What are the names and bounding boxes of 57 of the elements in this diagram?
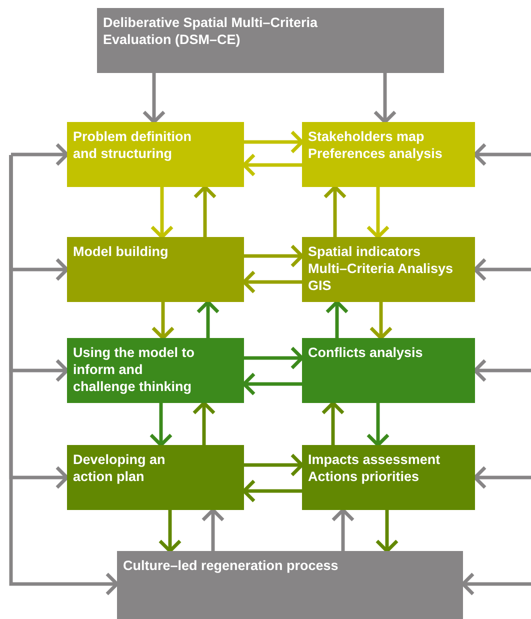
arrow [9, 155, 119, 596]
box-label: Preferences analysis [308, 145, 442, 162]
arrow [375, 510, 399, 553]
box-label: Problem definition and structuring [73, 128, 193, 162]
arrow [244, 453, 304, 477]
arrow [323, 185, 347, 237]
arrow [242, 270, 302, 294]
box-label: Deliberative Spatial Multi–Criteria Evaluation (DSM–CE) [103, 14, 319, 48]
arrow [151, 302, 175, 340]
box-label: Using the model to inform and challenge thinking [73, 344, 196, 395]
box-label: Actions priorities [308, 468, 420, 485]
arrow [196, 300, 220, 338]
process-box [302, 237, 475, 302]
process-box [302, 445, 475, 510]
arrow [150, 187, 174, 239]
arrow [242, 372, 302, 396]
arrow [244, 346, 304, 370]
box-label: Impacts assessment [308, 451, 440, 468]
arrow [473, 258, 531, 282]
arrow [9, 142, 69, 166]
box-label: Multi–Criteria Analisys [308, 260, 454, 277]
arrow [325, 300, 349, 338]
arrow [473, 142, 531, 166]
arrow [242, 153, 302, 177]
arrow [142, 73, 166, 124]
box-label: Culture–led regeneration process [123, 557, 338, 574]
box-label: Stakeholders map [308, 128, 424, 145]
arrow [244, 130, 304, 154]
arrow [158, 510, 182, 553]
arrow [321, 401, 345, 445]
arrow [369, 302, 393, 340]
arrow [193, 185, 217, 237]
box-label: Developing an action plan [73, 451, 166, 485]
box-label: Spatial indicators [308, 243, 421, 260]
arrow [461, 572, 531, 596]
arrow [473, 358, 531, 382]
arrow [244, 244, 304, 268]
process-box [117, 551, 463, 619]
process-box [67, 237, 244, 302]
process-box [302, 338, 475, 403]
arrow [473, 466, 531, 490]
arrow [373, 73, 397, 124]
process-box [67, 445, 244, 510]
arrow [366, 403, 390, 447]
arrow [366, 187, 390, 239]
arrow [201, 508, 225, 551]
process-box [302, 122, 475, 187]
process-box [67, 122, 244, 187]
box-label: Conflicts analysis [308, 344, 423, 361]
arrow [331, 508, 355, 551]
arrow [192, 401, 216, 445]
process-box [67, 338, 244, 403]
arrow [149, 403, 173, 447]
box-label: Model building [73, 243, 168, 260]
box-label: GIS [308, 277, 332, 294]
process-box [97, 8, 444, 73]
arrow [242, 479, 302, 503]
